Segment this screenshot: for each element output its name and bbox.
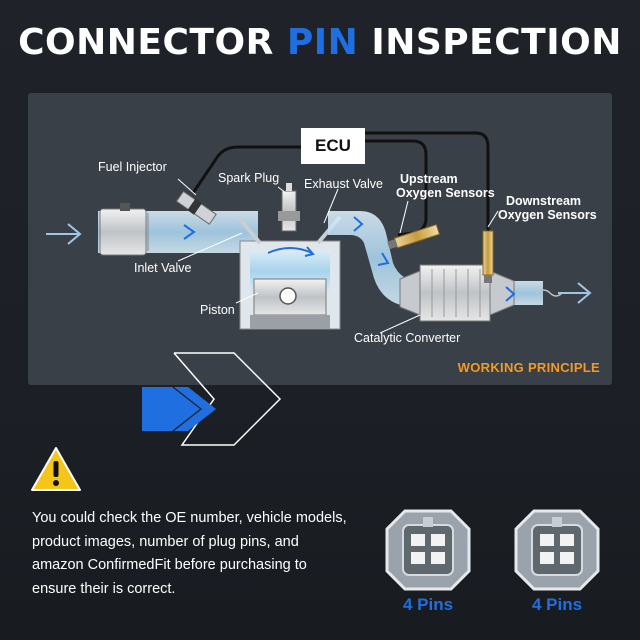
air-flow-meter (99, 208, 147, 256)
label-upstream-line2: Oxygen Sensors (396, 186, 495, 200)
connector-plug-icon (385, 509, 471, 591)
upstream-sensor-shape (387, 224, 441, 250)
inlet-valve-stem (236, 215, 262, 245)
page-title: CONNECTOR PIN INSPECTION (0, 22, 640, 63)
chevron-decoration-icon (142, 352, 282, 446)
title-suffix: INSPECTION (371, 22, 622, 63)
label-fuel-injector: Fuel Injector (98, 160, 167, 174)
label-downstream-line2: Oxygen Sensors (498, 208, 597, 222)
label-piston: Piston (200, 303, 235, 317)
title-prefix: CONNECTOR (18, 22, 274, 63)
connector-2-label: 4 Pins (531, 595, 583, 614)
warning-icon (31, 447, 81, 491)
fuel-injector-shape (175, 190, 217, 225)
label-inlet-valve: Inlet Valve (134, 261, 192, 275)
spark-plug-shape (278, 183, 300, 232)
downstream-sensor-shape (482, 230, 494, 283)
working-principle-diagram: ECU Fuel Injector Spark Plug Exhaust Val… (28, 93, 612, 385)
connector-1-label: 4 Pins (402, 595, 454, 614)
connector-plug-icon (514, 509, 600, 591)
label-catalytic-converter: Catalytic Converter (354, 331, 461, 345)
inflow-arrow (46, 223, 82, 245)
working-principle-caption: WORKING PRINCIPLE (457, 360, 600, 375)
connector-1: 4 Pins (383, 507, 473, 614)
engine-diagram-graphic (46, 131, 592, 334)
outflow-arrow (535, 282, 592, 304)
downstream-sensor-wire (365, 131, 490, 233)
title-highlight: PIN (286, 22, 359, 63)
label-upstream-sensors: Upstream Oxygen Sensors (396, 172, 495, 200)
label-downstream-sensors: Downstream Oxygen Sensors (498, 194, 597, 222)
label-downstream-line1: Downstream (506, 194, 582, 208)
ecu-box: ECU (301, 128, 365, 164)
label-exhaust-valve: Exhaust Valve (304, 177, 383, 191)
connector-2: 4 Pins (512, 507, 602, 614)
flow-arrows (183, 216, 516, 302)
catalytic-converter-shape (399, 264, 515, 322)
injector-wire (191, 145, 301, 194)
purchase-notice-text: You could check the OE number, vehicle m… (32, 510, 347, 597)
label-spark-plug: Spark Plug (218, 171, 280, 185)
label-upstream-line1: Upstream (400, 172, 458, 186)
leader-lines (177, 178, 499, 334)
